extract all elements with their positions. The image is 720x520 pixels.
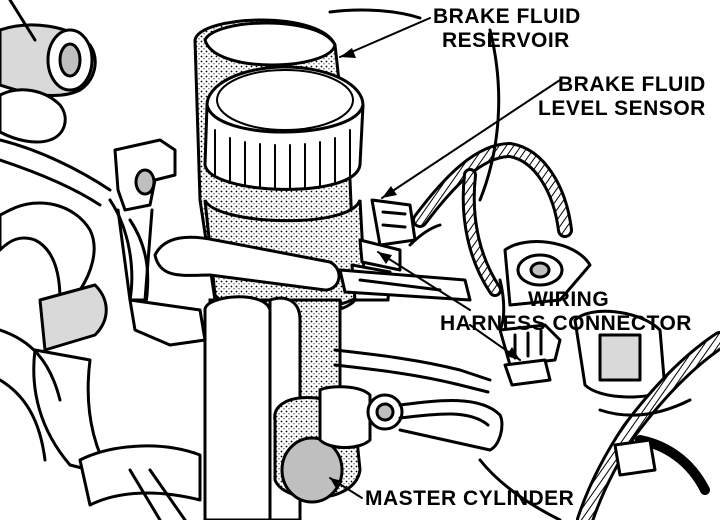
callout-reservoir-line1: BRAKE FLUID [433,5,581,28]
upper-left-hoses [0,0,112,207]
callout-harness-line2: HARNESS CONNECTOR [440,312,692,335]
master-cylinder-part [203,295,404,520]
leader-lines [329,17,561,499]
callout-level-sensor-line1: BRAKE FLUID [558,73,706,96]
callout-level-sensor-line2: LEVEL SENSOR [538,97,706,120]
callout-reservoir-line2: RESERVOIR [442,29,570,52]
mounting-bracket [113,138,207,347]
callout-reservoir: BRAKE FLUID RESERVOIR [433,5,581,53]
callout-harness: WIRING HARNESS CONNECTOR [440,288,692,336]
callout-master-cylinder-line1: MASTER CYLINDER [365,487,575,510]
callout-master-cylinder: MASTER CYLINDER [365,487,574,511]
reservoir-strap [153,235,341,292]
background-outlines [328,8,692,520]
wiring-harness [408,141,720,520]
brake-tubing [333,268,504,452]
callout-harness-line1: WIRING [528,288,610,311]
callout-level-sensor: BRAKE FLUID LEVEL SENSOR [538,73,706,121]
